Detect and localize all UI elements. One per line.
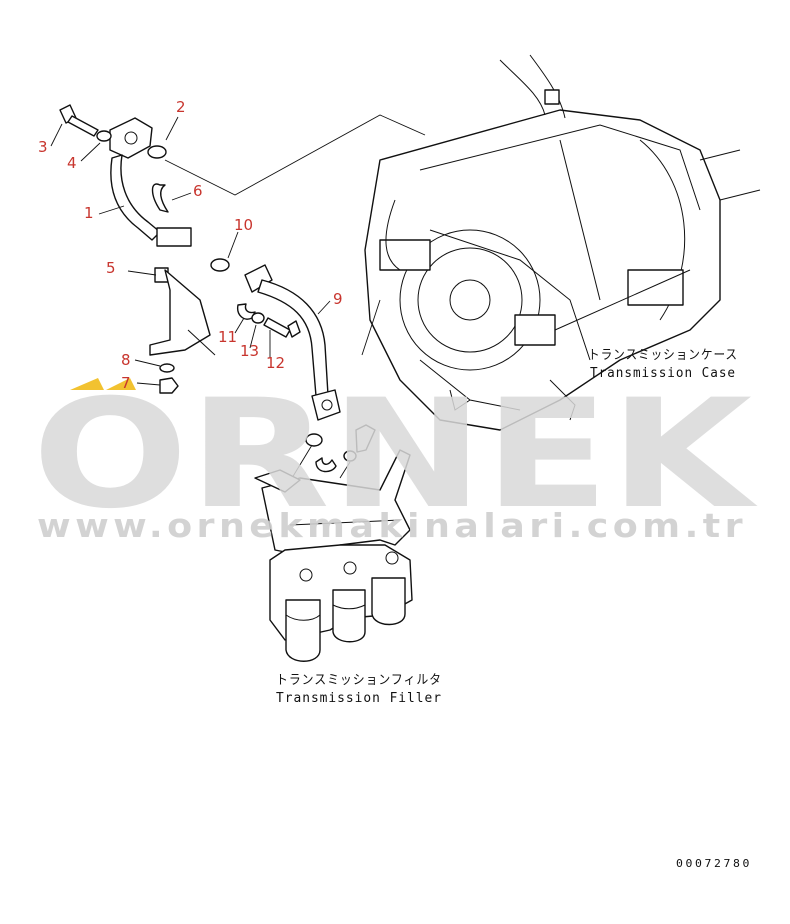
bolt-lower: [355, 424, 376, 453]
callout-10: 10: [234, 216, 253, 234]
callout-11: 11: [218, 328, 237, 346]
document-number: 00072780: [676, 857, 752, 870]
watermark-url: www.ornekmakinalari.com.tr: [37, 506, 747, 545]
transmission-case-label-en: Transmission Case: [590, 366, 736, 381]
transmission-case: [364, 54, 761, 431]
washer-8: [159, 363, 175, 373]
callout-8: 8: [121, 351, 131, 369]
clamp-lower: [315, 457, 337, 473]
transmission-filter: [254, 449, 413, 662]
bolt-3: [59, 104, 99, 137]
oring-10: [210, 258, 230, 272]
callout-leaders: [50, 116, 331, 386]
filter-leader: [291, 444, 351, 479]
captions: トランスミッションケース Transmission Case トランスミッション…: [276, 348, 752, 870]
callout-6: 6: [193, 182, 203, 200]
callout-numbers: 1 2 3 4 5 6 7 8 9 10 11 12 13: [38, 98, 343, 392]
transmission-case-label-jp: トランスミッションケース: [588, 348, 738, 363]
washer-13: [251, 312, 265, 324]
callout-12: 12: [266, 354, 285, 372]
watermark-accent: [70, 378, 136, 390]
case-leader-lower: [361, 299, 381, 356]
callout-1: 1: [84, 204, 94, 222]
watermark: ORNEK www.ornekmakinalari.com.tr: [32, 368, 758, 545]
pipe-9: [244, 264, 341, 421]
transmission-filter-label-en: Transmission Filler: [276, 691, 442, 706]
case-leader: [164, 114, 426, 196]
callout-9: 9: [333, 290, 343, 308]
nut-7: [159, 377, 179, 394]
bolt-12: [263, 317, 301, 338]
watermark-brand: ORNEK: [32, 368, 758, 542]
clamp-11: [237, 303, 256, 320]
pipe-1: [109, 117, 192, 247]
transmission-filter-label-jp: トランスミッションフィルタ: [276, 673, 442, 688]
callout-3: 3: [38, 138, 48, 156]
callout-13: 13: [240, 342, 259, 360]
callout-5: 5: [106, 259, 116, 277]
oring-2: [147, 145, 167, 159]
callout-4: 4: [67, 154, 77, 172]
washer-lower: [343, 450, 357, 462]
bracket-5: [149, 267, 216, 356]
washer-4: [96, 130, 112, 142]
oring-lower: [305, 433, 323, 447]
callout-7: 7: [121, 374, 131, 392]
callout-2: 2: [176, 98, 186, 116]
